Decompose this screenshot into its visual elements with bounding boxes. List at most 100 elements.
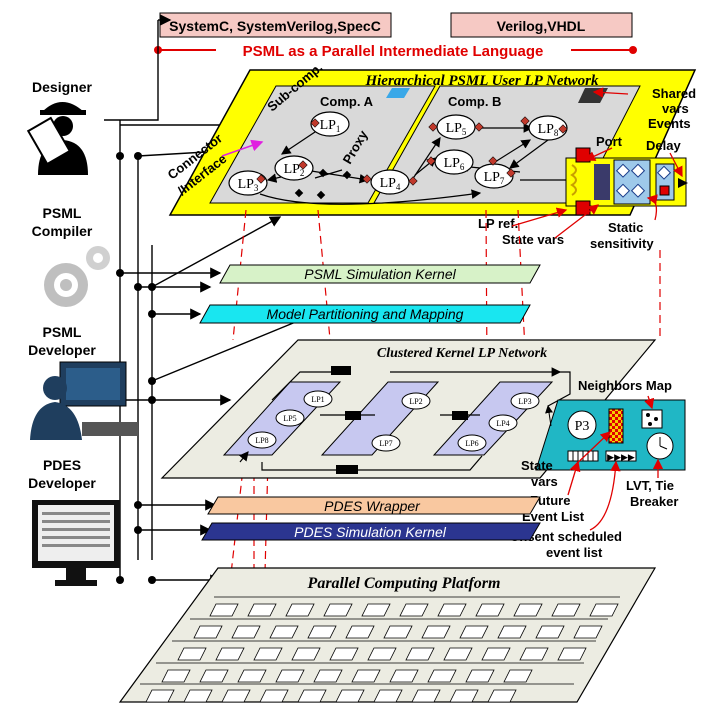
processor-cell <box>513 603 543 617</box>
processor-cell <box>475 603 505 617</box>
shared-label-1: Shared <box>652 86 696 101</box>
lp-node: LP6 <box>434 149 474 175</box>
processor-cell <box>351 669 381 683</box>
language-label-right: Verilog,VHDL <box>497 18 586 34</box>
cluster-lp-node: LP4 <box>488 414 518 432</box>
processor-cell <box>291 647 321 661</box>
lp-node-label: LP3 <box>238 177 259 193</box>
lvt-label-1: LVT, Tie <box>626 478 674 493</box>
processor-cell <box>589 603 619 617</box>
lp-node-subscript: 3 <box>254 183 259 193</box>
cluster-lp-node: LP3 <box>510 392 540 410</box>
processor-cell <box>269 625 299 639</box>
processor-cell <box>551 603 581 617</box>
cluster-lp-node: LP5 <box>275 409 305 427</box>
lp-node-label: LP2 <box>284 162 305 178</box>
processor-cell <box>373 689 403 703</box>
processor-cell <box>237 669 267 683</box>
processor-cell <box>487 689 517 703</box>
language-box-left: SystemC, SystemVerilog,SpecC <box>159 12 392 38</box>
cluster-lp-label: LP7 <box>379 439 392 448</box>
gears-icon <box>44 246 110 307</box>
kernel-detail-arrows <box>567 395 664 531</box>
processor-cell <box>215 647 245 661</box>
lp-node-subscript: 8 <box>554 128 559 138</box>
processor-cell <box>421 625 451 639</box>
processor-cell <box>199 669 229 683</box>
developer-label-2: Developer <box>28 342 96 358</box>
processor-cell <box>383 625 413 639</box>
p3-label: P3 <box>575 419 590 434</box>
state-label-1: State <box>521 458 553 473</box>
lp-node: LP7 <box>474 163 514 189</box>
state-vars-label: State vars <box>502 232 564 247</box>
language-box-right: Verilog,VHDL <box>450 12 633 38</box>
lp-node-subscript: 7 <box>500 176 505 186</box>
lp-node-label: LP1 <box>320 118 341 134</box>
designer-icon <box>26 102 88 175</box>
lp-node-subscript: 2 <box>300 168 305 178</box>
kernel-layer: PSML Simulation Kernel <box>219 264 541 284</box>
processor-cell <box>161 669 191 683</box>
lvt-label-2: Breaker <box>630 494 678 509</box>
neighbors-label: Neighbors Map <box>578 378 672 393</box>
processor-cell <box>449 689 479 703</box>
processor-cell <box>297 689 327 703</box>
lp-node: LP4 <box>370 169 410 195</box>
processor-cell <box>443 647 473 661</box>
psml-banner-text: PSML as a Parallel Intermediate Language <box>243 43 544 60</box>
computer-icon <box>32 500 120 586</box>
lp-node: LP2 <box>274 155 314 181</box>
cluster-lp-label: LP8 <box>255 436 268 445</box>
comp-b-label: Comp. B <box>448 94 501 109</box>
clustered-title: Clustered Kernel LP Network <box>377 346 547 361</box>
partition-layer: Model Partitioning and Mapping <box>199 304 531 324</box>
processor-cell <box>465 669 495 683</box>
lp-node-subscript: 5 <box>462 127 467 137</box>
processor-cell <box>557 647 587 661</box>
processor-cell <box>535 625 565 639</box>
lp-node-subscript: 4 <box>396 182 401 192</box>
connector-arrow <box>221 139 264 157</box>
lp-detail-arrows <box>511 87 683 239</box>
lp-detail-labels: Shared vars Events Port Delay LP ref. St… <box>478 86 696 251</box>
lp-node-label: LP6 <box>444 156 465 172</box>
processor-cell <box>307 625 337 639</box>
cluster-lp-node: LP1 <box>303 390 333 408</box>
lp-node-label: LP4 <box>380 176 401 192</box>
processor-cell <box>367 647 397 661</box>
proxy-diamonds <box>294 168 352 200</box>
shared-label-2: vars <box>662 101 689 116</box>
cluster-lp-label: LP4 <box>496 419 509 428</box>
compiler-label-1: PSML <box>43 205 82 221</box>
developer-icon <box>30 361 138 440</box>
lp-node-label: LP7 <box>484 170 505 186</box>
pdes-wrapper-layer: PDES Wrapper <box>207 496 541 515</box>
processor-cell <box>177 647 207 661</box>
processor-cell <box>323 603 353 617</box>
processor-cell <box>145 689 175 703</box>
unsent-label-1: Unsent scheduled <box>510 529 622 544</box>
processor-cell <box>437 603 467 617</box>
future-label-2: Event List <box>522 509 585 524</box>
user-network-title: Hierarchical PSML User LP Network <box>364 73 599 89</box>
comp-a-label: Comp. A <box>320 94 374 109</box>
pdes-wrapper-label: PDES Wrapper <box>324 498 421 514</box>
processor-cell <box>481 647 511 661</box>
port-label: Port <box>596 134 623 149</box>
kernel-detail-box: ▶▶▶▶ <box>535 399 686 471</box>
compiler-label-2: Compiler <box>32 223 93 239</box>
processor-cell <box>361 603 391 617</box>
lp-node-label: LP8 <box>538 122 559 138</box>
cluster-lp-label: LP5 <box>283 414 296 423</box>
pdes-label-2: Developer <box>28 475 96 491</box>
processor-cell <box>345 625 375 639</box>
processor-cell <box>405 647 435 661</box>
processor-cell <box>411 689 441 703</box>
unsent-label-2: event list <box>546 545 603 560</box>
processor-cell <box>209 603 239 617</box>
processor-cell <box>259 689 289 703</box>
cluster-lp-label: LP1 <box>311 395 324 404</box>
